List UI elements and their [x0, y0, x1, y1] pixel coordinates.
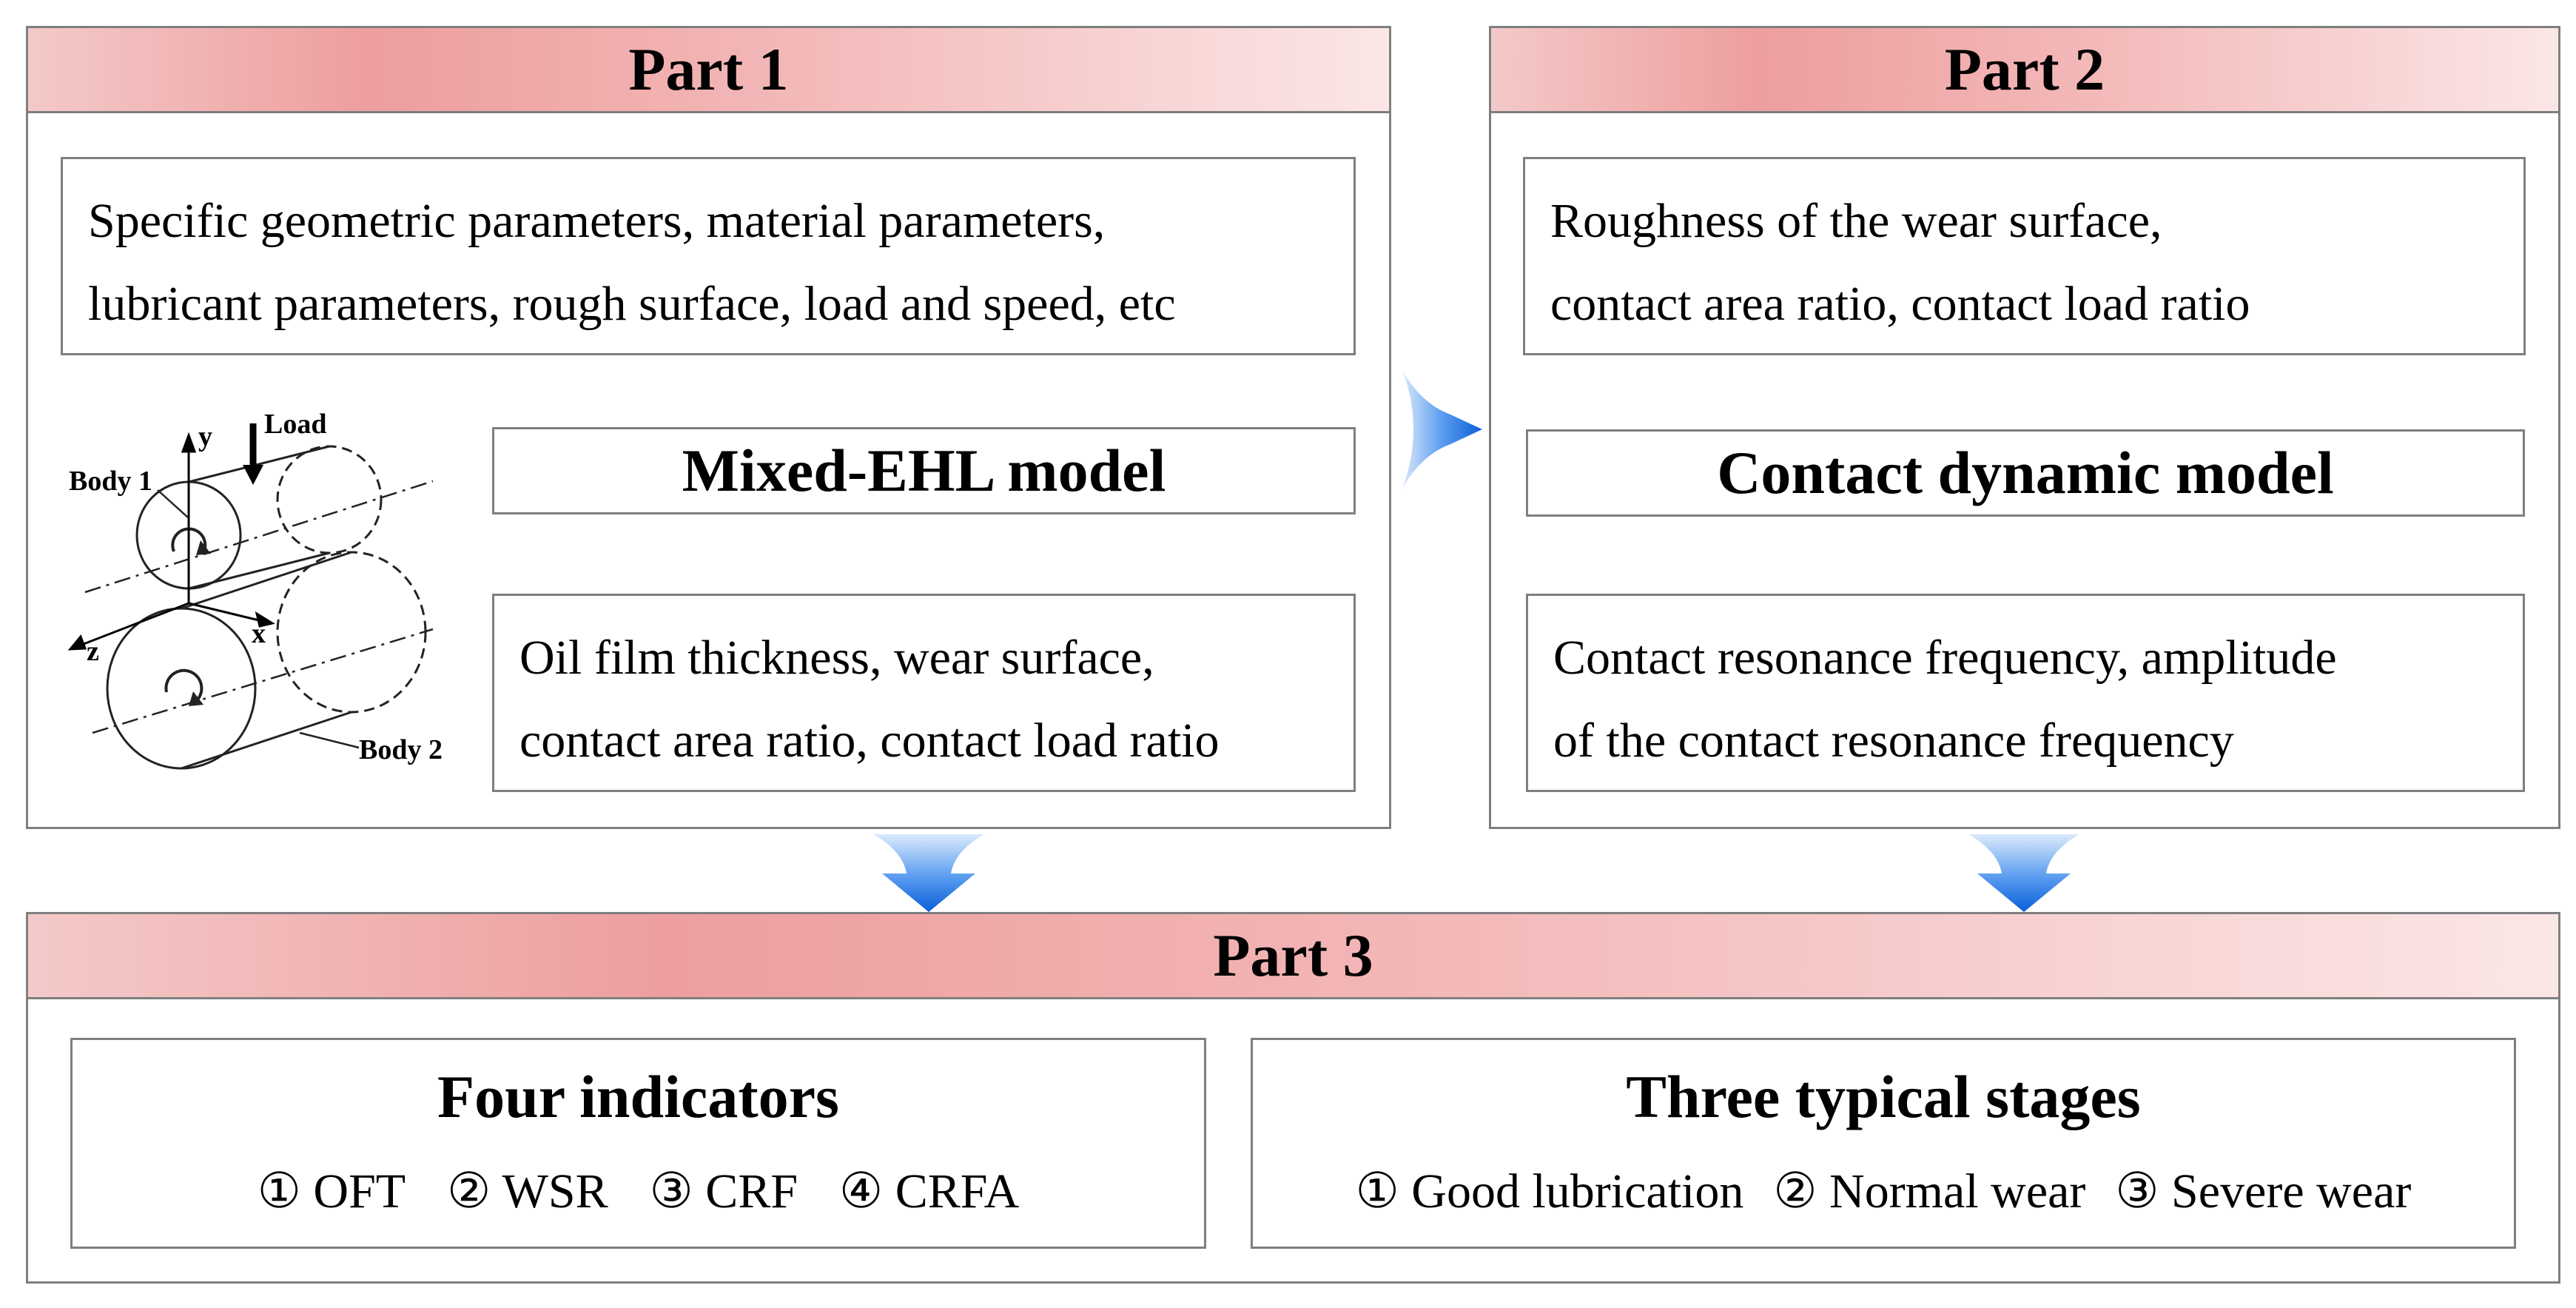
indicator-item: ③ CRF: [649, 1164, 798, 1218]
indicator-list: ① OFT ② WSR ③ CRF ④ CRFA: [73, 1162, 1204, 1220]
arrow-part1-to-part2: [1402, 370, 1482, 489]
part1-input-line-2: lubricant parameters, rough surface, loa…: [88, 277, 1176, 331]
indicator-item: ② WSR: [447, 1164, 608, 1218]
part2-input-line-2: contact area ratio, contact load ratio: [1550, 277, 2250, 331]
part1-input-line-1: Specific geometric parameters, material …: [88, 194, 1106, 248]
arrow-part2-to-part3: [1968, 834, 2079, 912]
part1-output-box: Oil film thickness, wear surface, contac…: [492, 594, 1356, 792]
part2-output-line-2: of the contact resonance frequency: [1553, 714, 2234, 768]
axis-x-label: x: [252, 618, 266, 649]
axis-y-label: y: [198, 421, 212, 452]
part2-title: Part 2: [1491, 28, 2558, 113]
part2-output-line-1: Contact resonance frequency, amplitude: [1553, 631, 2337, 685]
part3-title: Part 3: [28, 914, 2558, 999]
roller-contact-schematic: Load Body 1 Body 2 y x z: [67, 409, 443, 770]
indicator-item: ④ CRFA: [839, 1164, 1020, 1218]
arrow-part1-to-part3: [873, 834, 984, 912]
stage-item: ③ Severe wear: [2115, 1164, 2412, 1218]
four-indicators-box: Four indicators ① OFT ② WSR ③ CRF ④ CRFA: [70, 1038, 1206, 1249]
indicator-item: ① OFT: [257, 1164, 406, 1218]
part1-output-line-2: contact area ratio, contact load ratio: [519, 714, 1220, 768]
load-label: Load: [264, 409, 326, 440]
part1-input-box: Specific geometric parameters, material …: [61, 157, 1356, 355]
three-stages-title: Three typical stages: [1626, 1063, 2141, 1130]
contact-dynamic-model-box: Contact dynamic model: [1526, 429, 2525, 517]
body2-label: Body 2: [359, 734, 443, 765]
stage-item: ① Good lubrication: [1355, 1164, 1744, 1218]
body1-label: Body 1: [69, 466, 152, 497]
part1-title: Part 1: [28, 28, 1389, 113]
part1-output-line-1: Oil film thickness, wear surface,: [519, 631, 1154, 685]
mixed-ehl-model-box: Mixed-EHL model: [492, 427, 1356, 514]
part2-output-box: Contact resonance frequency, amplitude o…: [1526, 594, 2525, 792]
four-indicators-title: Four indicators: [437, 1063, 839, 1130]
stage-item: ② Normal wear: [1773, 1164, 2086, 1218]
axis-z-label: z: [87, 636, 99, 667]
three-stages-box: Three typical stages ① Good lubrication …: [1251, 1038, 2516, 1249]
stage-list: ① Good lubrication ② Normal wear ③ Sever…: [1253, 1162, 2514, 1220]
part2-input-line-1: Roughness of the wear surface,: [1550, 194, 2162, 248]
part2-input-box: Roughness of the wear surface, contact a…: [1523, 157, 2526, 355]
